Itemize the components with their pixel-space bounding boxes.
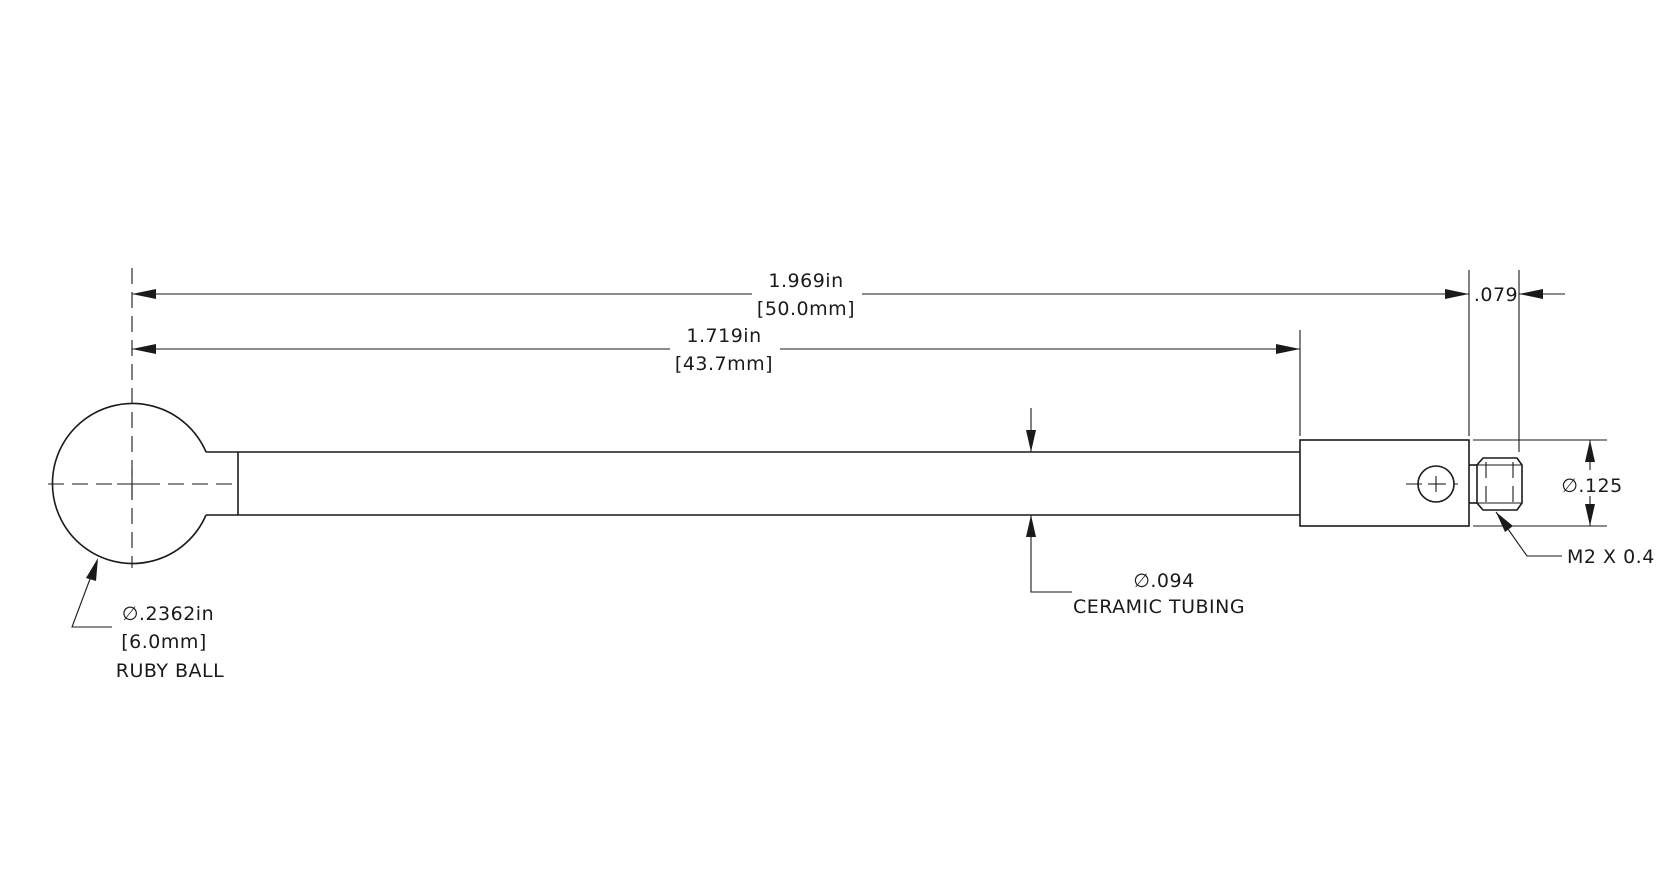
dim-body-diameter: ∅.125 — [1556, 440, 1626, 526]
dim-shaft-length: 1.719in [43.7mm] — [132, 325, 1300, 375]
ceramic-tube — [206, 451, 1300, 516]
tube-material-label: CERAMIC TUBING — [1073, 596, 1245, 618]
ball-material-label: RUBY BALL — [116, 660, 224, 682]
tube-diameter-label: ∅.094 — [1133, 570, 1194, 592]
dim-thread-length-label: .079 — [1474, 284, 1518, 306]
ruby-ball — [48, 268, 240, 568]
dim-overall-length: 1.969in [50.0mm] — [132, 270, 1469, 320]
thread — [1469, 457, 1523, 511]
dim-overall-length-mm: [50.0mm] — [757, 298, 855, 320]
thread-spec-label: M2 X 0.4 — [1567, 546, 1655, 568]
ball-diameter-in-label: ∅.2362in — [122, 603, 214, 625]
dim-body-diameter-label: ∅.125 — [1561, 475, 1622, 497]
thread-leader — [1495, 511, 1562, 557]
dim-thread-length: .079 — [1474, 284, 1565, 306]
dim-shaft-length-in: 1.719in — [686, 325, 761, 347]
ball-leader — [71, 558, 112, 628]
dim-overall-length-in: 1.969in — [768, 270, 843, 292]
stylus-body — [1299, 439, 1470, 527]
dim-shaft-length-mm: [43.7mm] — [675, 353, 773, 375]
dim-tube-diameter — [1026, 408, 1072, 593]
extension-lines — [1299, 270, 1607, 527]
ball-diameter-mm-label: [6.0mm] — [121, 631, 207, 653]
